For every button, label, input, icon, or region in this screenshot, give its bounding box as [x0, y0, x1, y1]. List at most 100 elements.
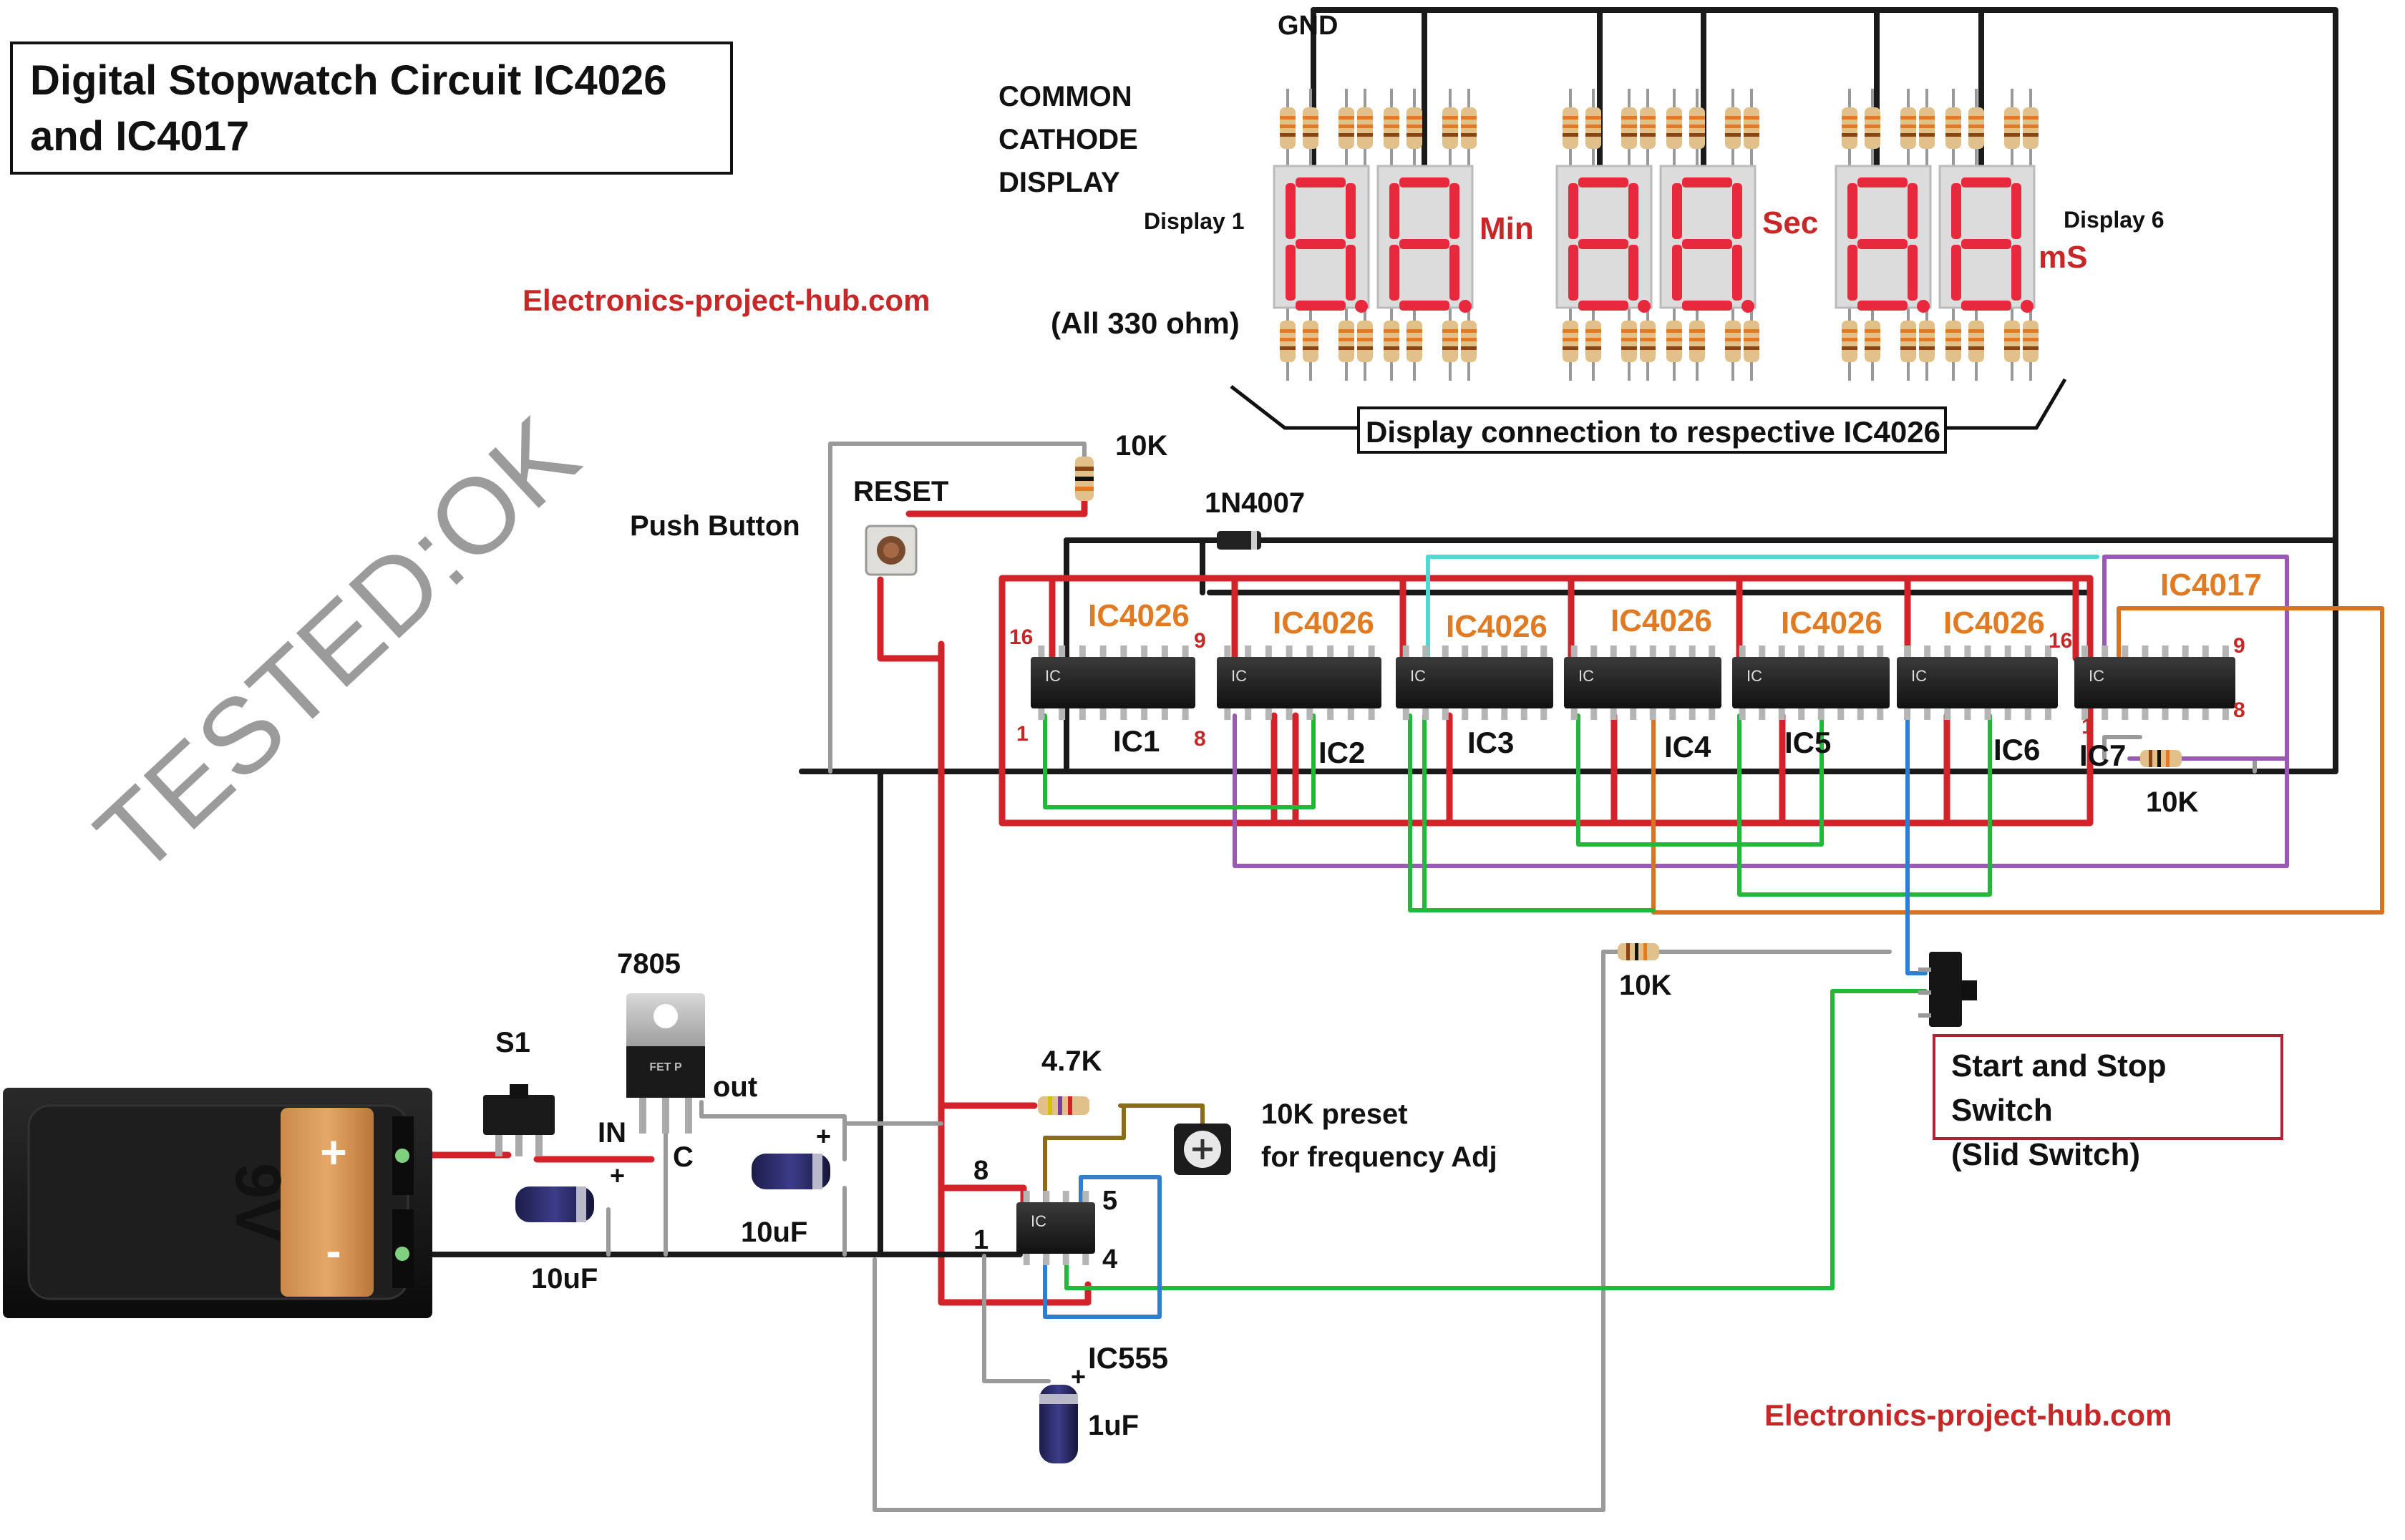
ic4-chip: IC: [1564, 645, 1721, 720]
display-resistor: [2004, 89, 2020, 167]
ic2-label: IC2: [1318, 736, 1365, 769]
chip-marking: IC: [1746, 667, 1762, 685]
ic2-type-label: IC4026: [1273, 605, 1374, 640]
display-resistor: [1442, 89, 1458, 167]
ic7-pin1: 1: [2081, 715, 2094, 739]
display-segment: [1296, 177, 1346, 187]
preset-label-2: for frequency Adj: [1261, 1141, 1497, 1173]
seven-segment-display: [1376, 89, 1477, 381]
regulator-out-label: out: [713, 1071, 757, 1103]
switch-s1-label: S1: [495, 1027, 530, 1058]
display-resistor: [2023, 89, 2039, 167]
display-resistor: [2004, 302, 2020, 381]
power-switch-s1[interactable]: [483, 1084, 555, 1156]
display-resistor: [2023, 302, 2039, 381]
display-segment: [1961, 239, 2011, 249]
batt-plus-wire: [404, 1151, 655, 1163]
ic555-pin8: 8: [973, 1156, 988, 1186]
display-segment: [1578, 177, 1628, 187]
resistor-10k-switch-label: 10K: [1619, 970, 1671, 1001]
green-ic3-ic6: [1408, 713, 1992, 912]
capacitor-1uf: [1039, 1385, 1078, 1463]
regulator-marking: FET P: [649, 1061, 682, 1073]
ic7-pin9: 9: [2233, 634, 2245, 658]
display-resistor: [1842, 302, 1857, 381]
common-cathode-label-1: COMMON: [999, 81, 1132, 112]
display-resistor: [1406, 302, 1422, 381]
reset-push-button[interactable]: [865, 525, 918, 576]
display-resistor: [1865, 302, 1880, 381]
gray-reset-loop: [828, 442, 1087, 774]
display-segment: [1346, 183, 1356, 239]
connection-note-box: [1357, 406, 1947, 454]
display-dot: [1917, 300, 1930, 313]
display-resistor: [1621, 89, 1637, 167]
display-segment: [1857, 301, 1908, 311]
ic1-type-label: IC4026: [1088, 598, 1190, 633]
resistor-10k-top: [1075, 457, 1094, 501]
display-resistor: [1666, 302, 1682, 381]
display-segment: [1286, 183, 1296, 239]
page-title: Digital Stopwatch Circuit IC4026 and IC4…: [30, 57, 667, 160]
ic7-label: IC7: [2079, 739, 2126, 772]
capacitor-10uf-in: [515, 1186, 594, 1222]
ic7-type-label: IC4017: [2160, 567, 2262, 603]
display-segment: [1578, 239, 1628, 249]
ic1-pin8: 8: [1194, 727, 1206, 751]
display-resistor: [1919, 89, 1935, 167]
ic2-chip: IC: [1217, 645, 1381, 720]
display-resistor: [1640, 302, 1656, 381]
seven-segment-display: [1273, 89, 1373, 381]
cap-out-label: 10uF: [741, 1217, 807, 1248]
chip-marking: IC: [1231, 667, 1247, 685]
common-cathode-label-2: CATHODE: [999, 124, 1138, 155]
chip-marking: IC: [1031, 1212, 1046, 1230]
display-segment: [1672, 245, 1682, 301]
display-segment: [1961, 301, 2011, 311]
display-segment: [1568, 183, 1578, 239]
ic5-label: IC5: [1784, 726, 1831, 759]
ic1-pin1: 1: [1016, 722, 1029, 746]
display-segment: [1682, 177, 1732, 187]
green-switch: [1064, 989, 1928, 1290]
regulator-7805: FET P: [626, 993, 705, 1134]
gray-555-cap: [982, 1254, 1051, 1383]
display-resistor: [1357, 89, 1373, 167]
display-segment: [1286, 245, 1296, 301]
display-resistor: [1865, 89, 1880, 167]
display-segment: [1449, 183, 1459, 239]
start-stop-slide-switch[interactable]: [1918, 952, 1977, 1027]
ic5-chip: IC: [1732, 645, 1890, 720]
display-resistor: [1900, 302, 1916, 381]
display-resistor: [1585, 89, 1601, 167]
battery-9v: + - 9V: [3, 1088, 432, 1318]
display-resistor: [1744, 89, 1759, 167]
seven-segment-display: [1659, 89, 1759, 381]
display-segment: [1578, 301, 1628, 311]
website-label-bottom: Electronics-project-hub.com: [1764, 1398, 2172, 1432]
ic1-chip: IC: [1031, 645, 1195, 720]
display-resistor: [1968, 89, 1984, 167]
regulator-label: 7805: [617, 948, 681, 980]
display-segment: [1346, 245, 1356, 301]
display-segment: [1682, 301, 1732, 311]
display-resistor: [1280, 302, 1296, 381]
orange-wire: [1651, 606, 2384, 915]
display-segment: [1732, 245, 1742, 301]
resistor-note: (All 330 ohm): [1051, 306, 1240, 340]
ic4-type-label: IC4026: [1610, 603, 1712, 638]
display-resistor: [1621, 302, 1637, 381]
ic7-pin8: 8: [2233, 698, 2245, 722]
display-resistor: [1842, 89, 1857, 167]
battery-plus-sign: +: [320, 1126, 346, 1178]
ic555-pin1: 1: [973, 1225, 988, 1255]
display-segment: [1399, 177, 1449, 187]
preset-10k[interactable]: [1174, 1124, 1231, 1175]
display-segment: [1568, 245, 1578, 301]
display-segment: [1628, 245, 1638, 301]
switch-label-box: Start and Stop Switch (Slid Switch): [1933, 1034, 2283, 1172]
ic1-pin9: 9: [1194, 629, 1206, 653]
ic555-chip: IC: [1016, 1191, 1095, 1265]
preset-label-1: 10K preset: [1261, 1098, 1408, 1130]
